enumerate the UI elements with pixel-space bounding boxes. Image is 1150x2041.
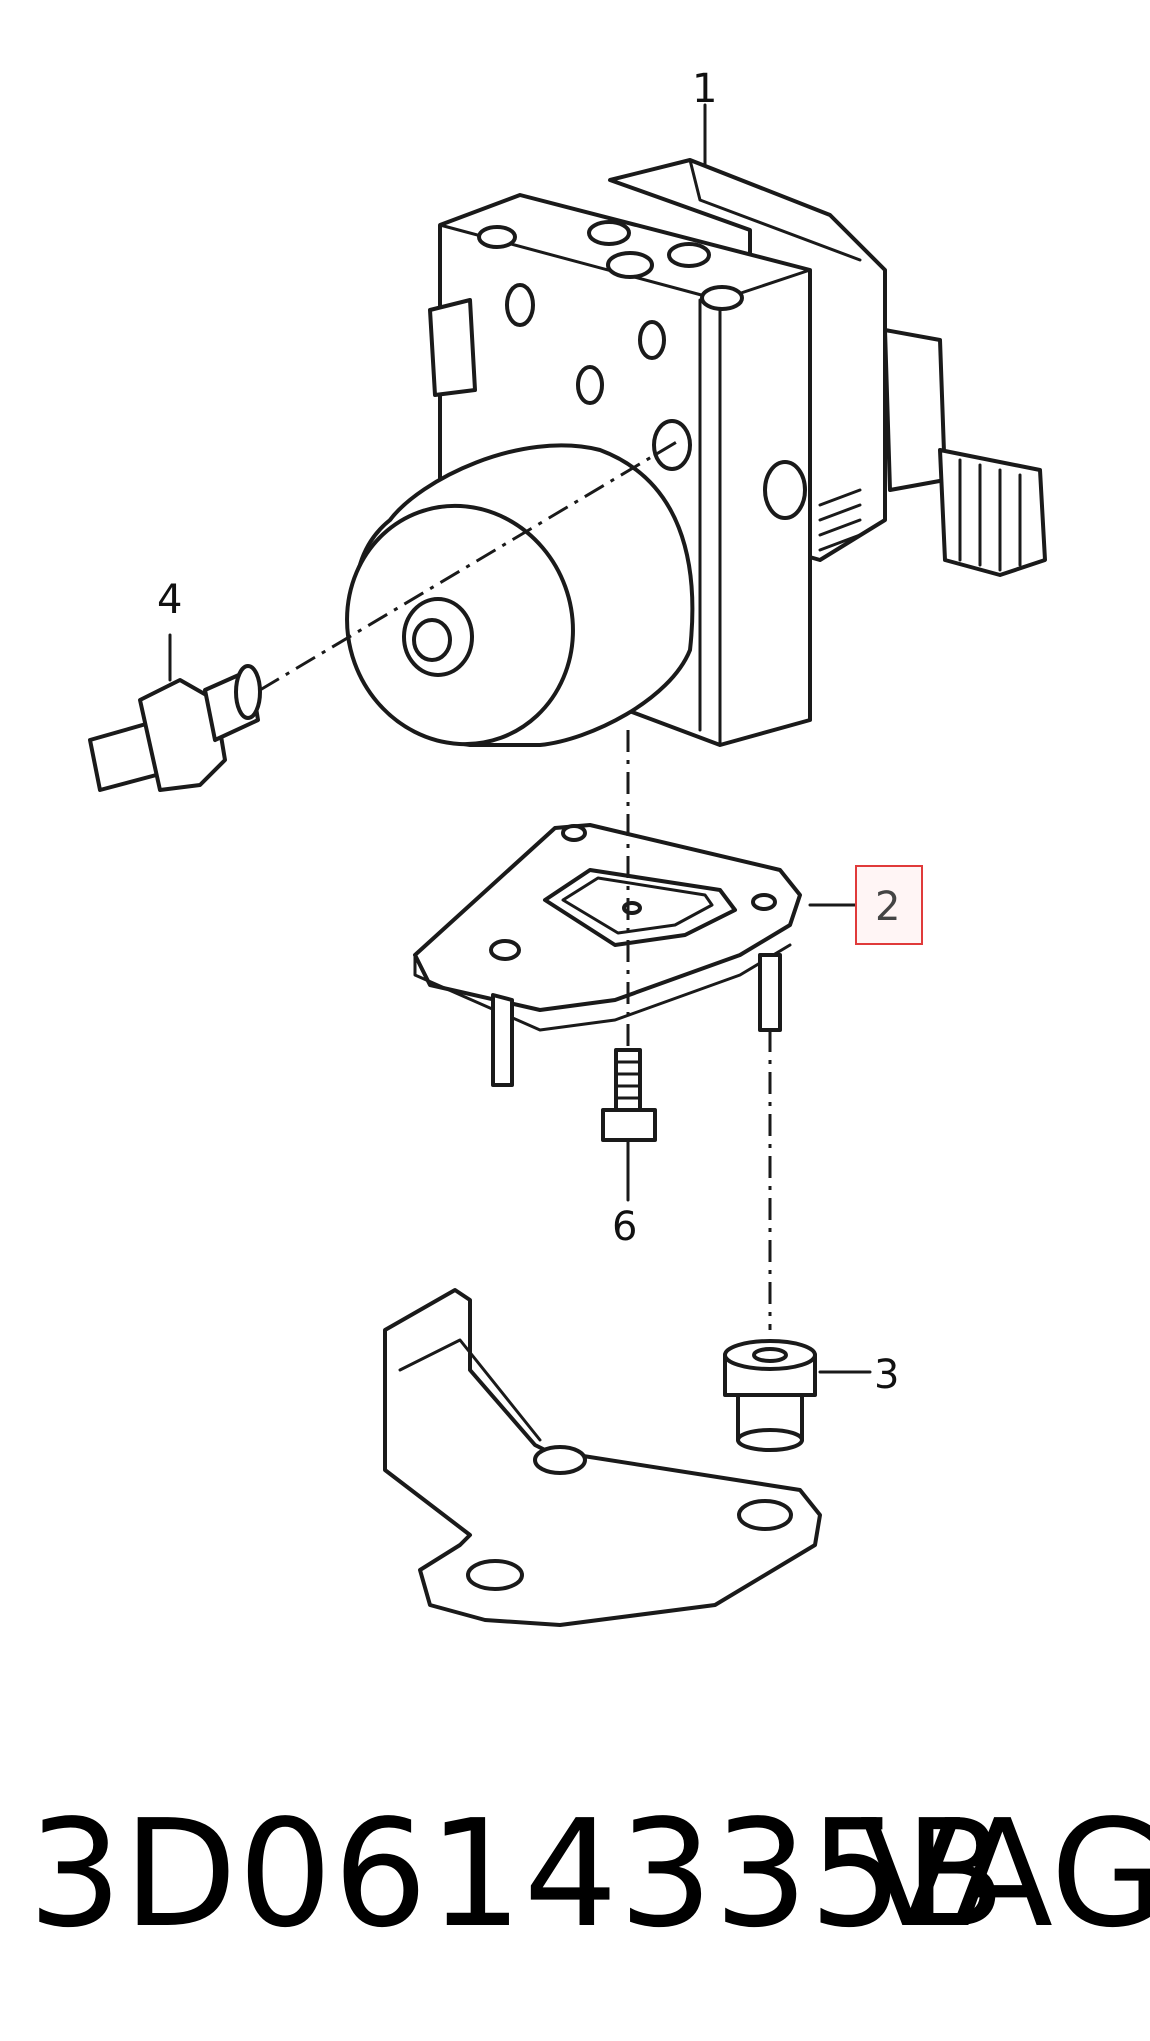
callout-2-highlight	[855, 865, 923, 945]
sender-part-4	[88, 633, 262, 792]
bolt-part-6	[601, 1048, 657, 1202]
abs-hydraulic-unit	[259, 103, 1047, 747]
brand-name: VAG	[860, 1788, 1150, 1960]
rubber-mount-part-3	[723, 1339, 872, 1452]
callout-1: 1	[692, 66, 717, 112]
callout-4: 4	[157, 577, 182, 623]
callout-2: 2	[875, 884, 900, 930]
callout-6: 6	[612, 1204, 637, 1250]
part-number: 3D0614335B	[28, 1788, 1007, 1960]
bracket-part-2	[413, 730, 862, 1330]
lower-bracket	[383, 1288, 822, 1627]
callout-3: 3	[874, 1352, 899, 1398]
